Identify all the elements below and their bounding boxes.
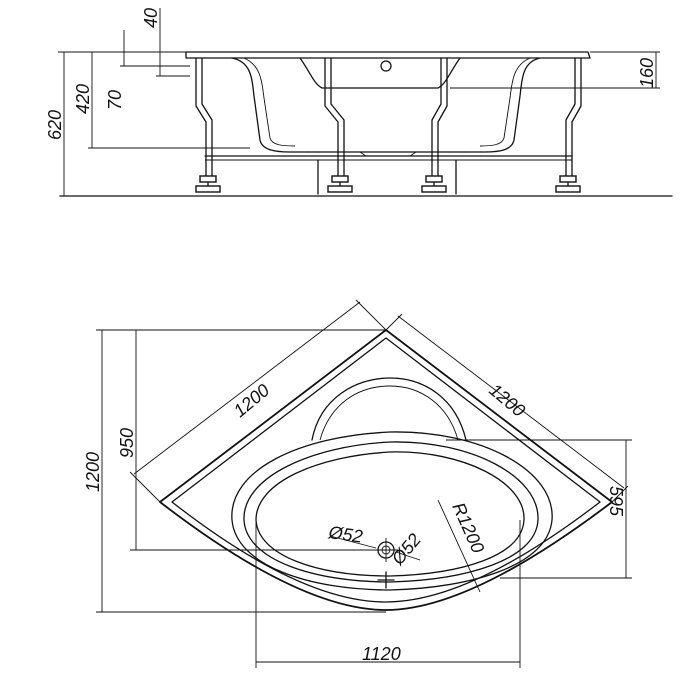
shell-left-wall <box>231 57 309 153</box>
dim-total-height: 620 <box>45 110 65 140</box>
dim-top-rim: 40 <box>141 8 161 28</box>
dim-drain-left: Ø52 <box>326 522 363 547</box>
dim-left-side: 1200 <box>230 380 274 421</box>
shell-right-inner <box>479 57 531 147</box>
dim-drain-right: Ø52 <box>387 530 425 570</box>
outer-outline <box>159 329 613 611</box>
side-dimension-lines <box>58 8 660 196</box>
dim-right-side: 1200 <box>485 380 529 421</box>
headrest-inner <box>319 385 459 441</box>
dim-inner-height-top: 950 <box>117 428 137 458</box>
headrest-outer <box>311 377 467 441</box>
tub-rim <box>185 51 591 59</box>
dim-right-height: 595 <box>606 486 626 517</box>
support-legs <box>195 57 582 195</box>
dim-apron: 70 <box>105 90 125 110</box>
top-dimension-lines <box>96 299 632 668</box>
dim-rim-depth: 160 <box>637 58 657 88</box>
side-view: 40 70 420 620 160 <box>45 8 673 197</box>
adjustable-feet <box>195 175 581 193</box>
overflow-circle <box>380 60 392 72</box>
shell-left-inner <box>243 57 296 147</box>
shell-centre <box>299 57 461 89</box>
shell-right-wall <box>464 57 541 153</box>
dim-radius: R1200 <box>448 499 488 556</box>
basin-inner <box>255 451 525 577</box>
dim-overall-height: 1200 <box>83 452 103 492</box>
basin-middle <box>243 441 539 583</box>
overflow-mark <box>377 571 395 589</box>
dim-inner-height: 420 <box>73 84 93 114</box>
dim-width: 1120 <box>362 644 401 664</box>
rim-inner-outline <box>171 337 601 603</box>
top-view: 1200 1200 1200 950 1120 595 R1200 Ø52 Ø5… <box>83 299 632 668</box>
basin-outer <box>231 431 553 591</box>
